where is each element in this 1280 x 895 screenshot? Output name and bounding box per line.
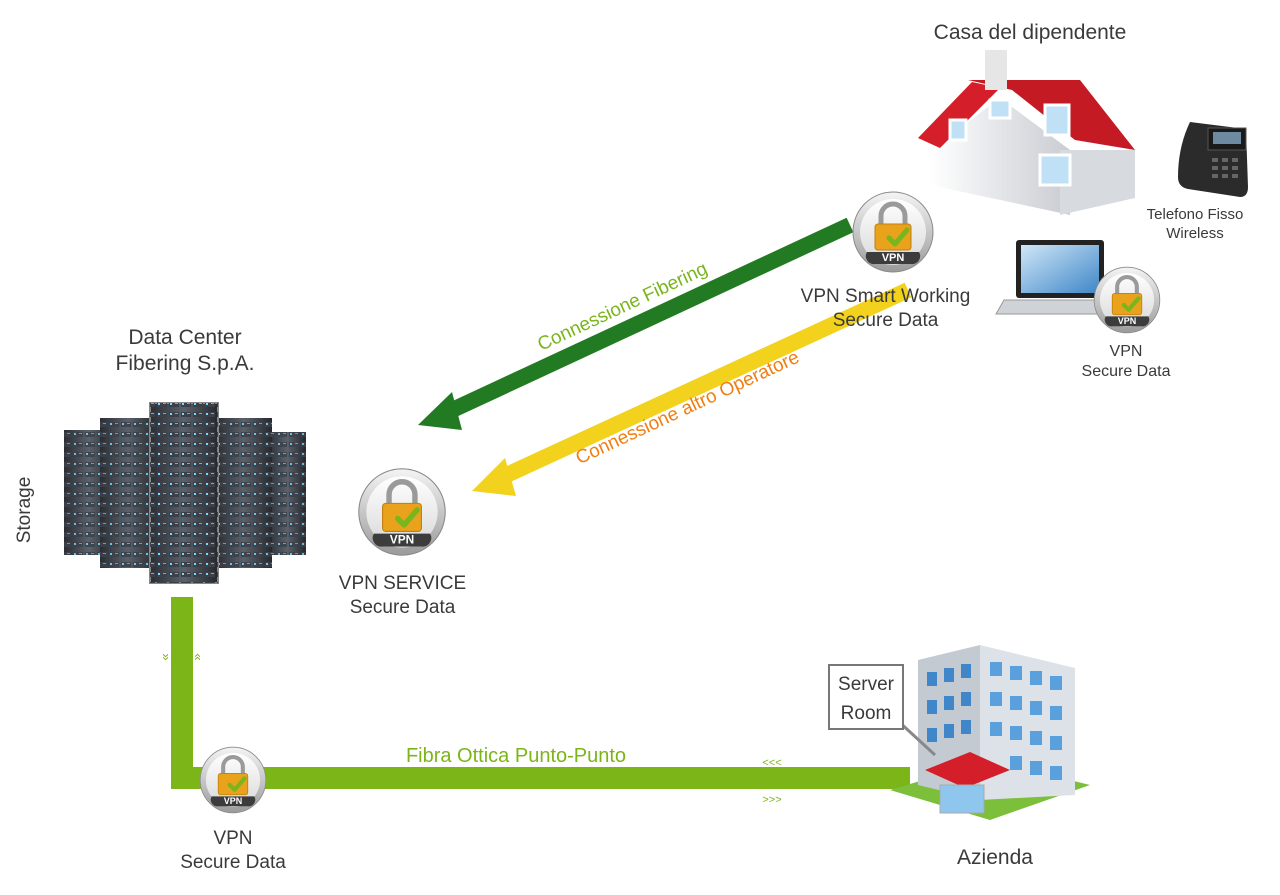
server-racks-icon <box>64 402 306 584</box>
vpn-smart-working-label: VPN Smart Working Secure Data <box>800 286 971 331</box>
badge-text: VPN <box>882 252 905 264</box>
badge-text: VPN <box>224 796 243 806</box>
fibering-connection-line <box>444 217 854 420</box>
datacenter-label: Data Center Fibering S.p.A. <box>115 326 255 376</box>
laptop-vpn-label: VPN Secure Data <box>1081 343 1171 380</box>
fiber-connection-label: Fibra Ottica Punto-Punto <box>406 745 626 767</box>
house-title: Casa del dipendente <box>933 21 1127 44</box>
vpn-bottom-badge-icon: VPN <box>200 747 266 813</box>
badge-text: VPN <box>1118 316 1137 326</box>
badge-text: VPN <box>390 532 414 546</box>
vpn-service-label: VPN SERVICE Secure Data <box>338 573 467 618</box>
storage-label: Storage <box>14 477 35 544</box>
company-label: Azienda <box>957 846 1033 869</box>
server-room-callout <box>828 664 904 730</box>
fiber-arrows-up: » <box>189 653 204 660</box>
other-operator-arrowhead <box>472 458 516 496</box>
vpn-smart-working-badge-icon: VPN <box>853 192 933 272</box>
fibering-arrowhead <box>418 392 462 430</box>
other-operator-connection-label: Connessione altro Operatore <box>573 347 803 469</box>
house-icon <box>918 50 1135 215</box>
vpn-bottom-label: VPN Secure Data <box>180 828 286 873</box>
other-operator-connection-line <box>496 282 912 486</box>
fiber-arrows-down: » <box>159 653 174 660</box>
vpn-service-badge-icon: VPN <box>359 469 445 555</box>
server-room-line2: Room <box>841 703 892 724</box>
fiber-connection-line <box>171 597 910 789</box>
fiber-arrows-left: <<< <box>762 757 781 769</box>
office-building-icon <box>890 645 1090 820</box>
vpn-laptop-badge-icon: VPN <box>1094 267 1160 333</box>
server-room-line1: Server <box>838 674 895 695</box>
phone-label: Telefono Fisso Wireless <box>1146 206 1244 242</box>
laptop-icon <box>995 240 1125 315</box>
desk-phone-icon <box>1178 122 1248 197</box>
fiber-arrows-right: >>> <box>762 794 781 806</box>
